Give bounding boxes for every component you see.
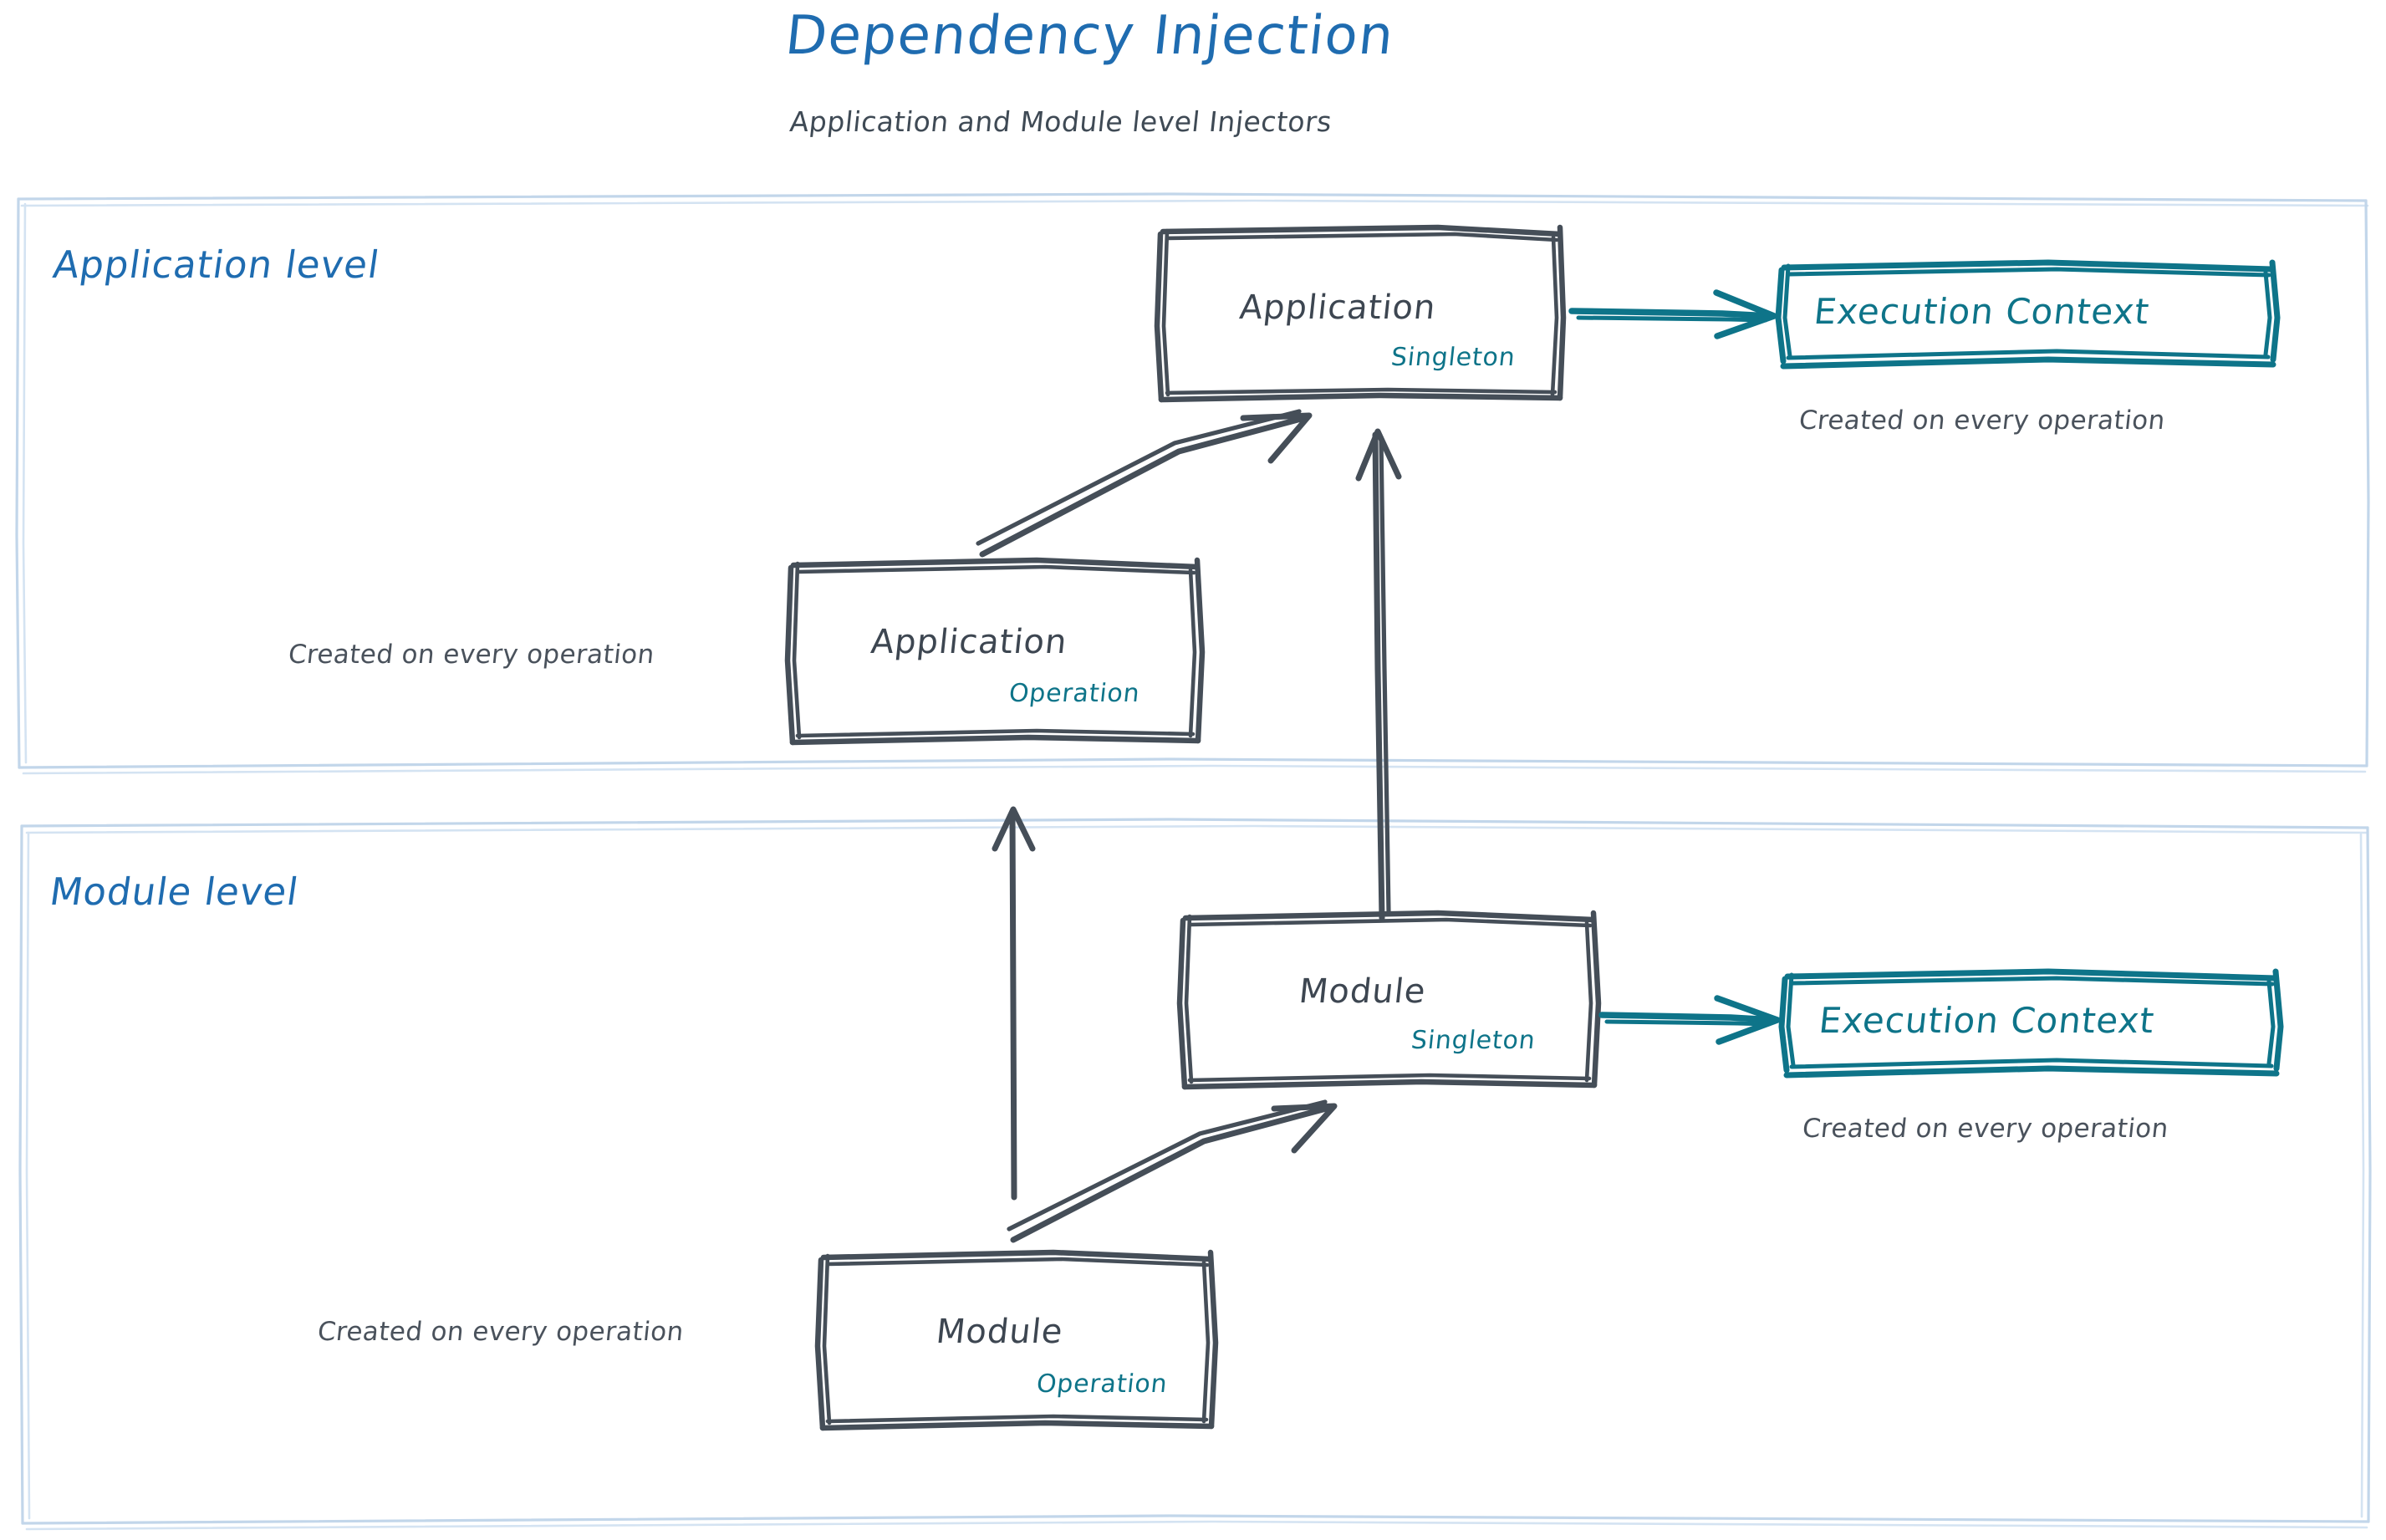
caption-module-operation: Created on every operation xyxy=(316,1317,686,1347)
page-title: Dependency Injection xyxy=(783,5,1398,67)
caption-module-context: Created on every operation xyxy=(1801,1114,2170,1144)
edge-app-operation-to-app-singleton xyxy=(976,409,1313,558)
node-module-operation-frame xyxy=(814,1249,1219,1431)
node-module-singleton-title[interactable]: Module xyxy=(1297,972,1428,1011)
context-box-application-title[interactable]: Execution Context xyxy=(1812,291,2152,332)
edge-module-operation-to-module-singleton xyxy=(1007,1099,1338,1243)
caption-application-operation: Created on every operation xyxy=(287,640,656,670)
node-application-singleton-title[interactable]: Application xyxy=(1237,288,1438,327)
edge-module-singleton-to-module-context xyxy=(1598,995,1781,1045)
node-application-singleton-frame xyxy=(1154,224,1567,403)
module-level-container xyxy=(18,818,2372,1531)
node-module-operation-title[interactable]: Module xyxy=(934,1313,1065,1351)
context-box-module-title[interactable]: Execution Context xyxy=(1817,1000,2157,1041)
node-module-singleton-frame xyxy=(1176,910,1602,1090)
application-level-container xyxy=(15,192,2370,775)
section-label-application-level: Application level xyxy=(50,242,383,287)
node-module-operation-scope: Operation xyxy=(1035,1369,1170,1399)
caption-application-context: Created on every operation xyxy=(1797,405,2167,436)
context-box-application-frame xyxy=(1775,259,2281,370)
node-application-operation-frame xyxy=(784,557,1206,746)
page-subtitle: Application and Module level Injectors xyxy=(788,105,1334,138)
edge-module-singleton-to-app-singleton xyxy=(1355,428,1402,921)
node-application-singleton-scope: Singleton xyxy=(1389,343,1517,372)
node-module-singleton-scope: Singleton xyxy=(1410,1026,1537,1055)
edge-module-operation-to-app-operation xyxy=(992,806,1036,1201)
section-label-module-level: Module level xyxy=(47,869,302,914)
node-application-operation-scope: Operation xyxy=(1007,679,1142,708)
context-box-module-frame xyxy=(1778,968,2284,1079)
node-application-operation-title[interactable]: Application xyxy=(869,623,1069,661)
edge-app-singleton-to-app-context xyxy=(1568,289,1777,339)
